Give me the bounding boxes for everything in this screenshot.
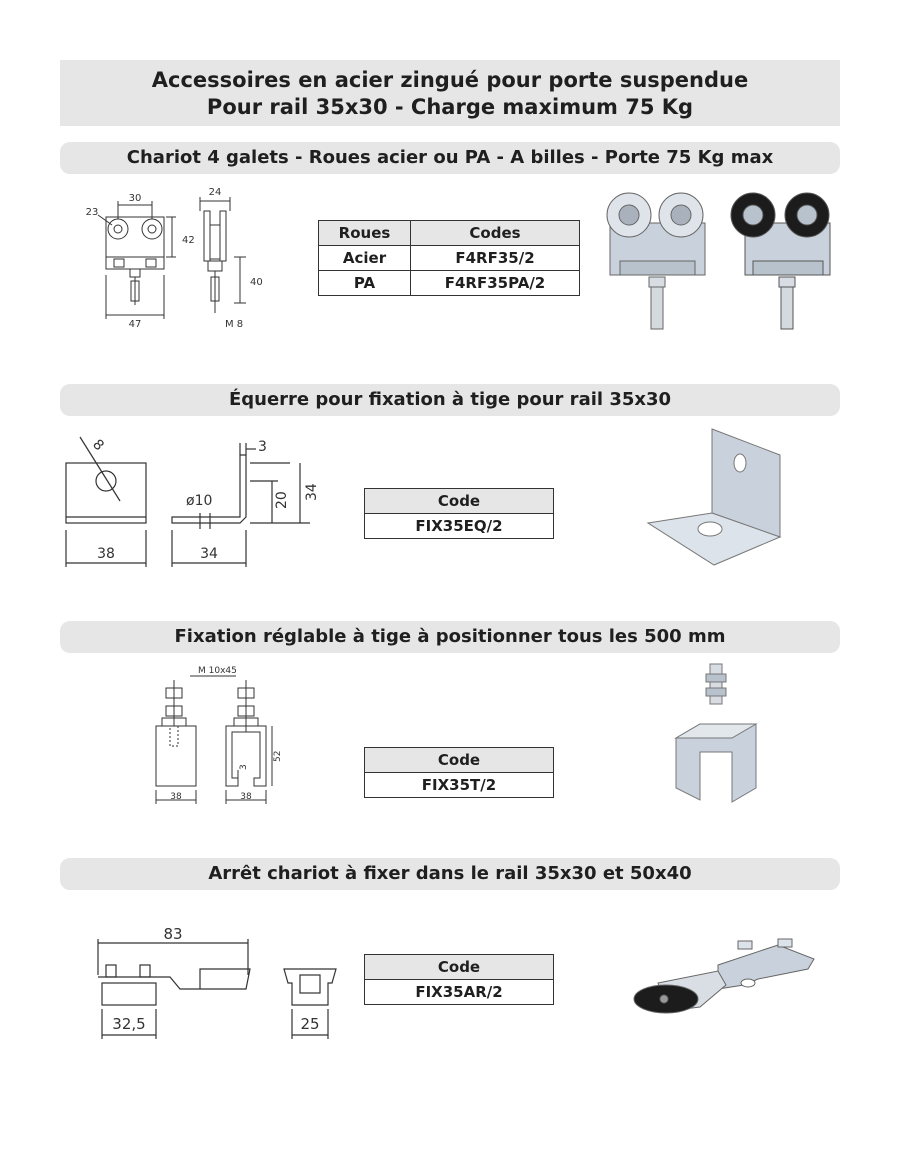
table-row: FIX35EQ/2 (364, 513, 554, 539)
dim-thread: M 8 (225, 319, 243, 330)
table-header-code: Code (364, 954, 554, 980)
photo-equerre (646, 428, 782, 566)
table-chariot: Roues Codes Acier F4RF35/2 PA F4RF35PA/2 (318, 220, 580, 296)
drawing-fixation: M 10x45 52 3 38 38 (155, 666, 283, 804)
page-title-line1: Accessoires en acier zingué pour porte s… (151, 68, 749, 92)
table-cell: FIX35T/2 (364, 772, 554, 798)
dim-width: 47 (129, 319, 142, 330)
table-cell: FIX35AR/2 (364, 979, 554, 1005)
dim-height: 52 (273, 751, 283, 762)
table-row: Acier F4RF35/2 (318, 245, 580, 271)
table-header-roues: Roues (318, 220, 411, 246)
photo-arret (633, 938, 815, 1014)
dim-width: 38 (97, 546, 115, 562)
drawing-equerre: 8 38 3 ø10 20 34 34 (65, 437, 320, 567)
drawing-chariot: 30 23 42 47 24 40 M 8 (86, 187, 263, 330)
dim-depth: 34 (200, 546, 218, 562)
section-title-chariot: Chariot 4 galets - Roues acier ou PA - A… (60, 142, 840, 174)
table-equerre: Code FIX35EQ/2 (364, 488, 554, 539)
dim-inner: 20 (274, 491, 290, 509)
table-arret: Code FIX35AR/2 (364, 954, 554, 1005)
drawing-arret: 83 32,5 25 (97, 925, 337, 1039)
page-title-box: Accessoires en acier zingué pour porte s… (60, 60, 840, 126)
dim-gap: 3 (239, 764, 249, 770)
table-row: FIX35AR/2 (364, 979, 554, 1005)
table-row: PA F4RF35PA/2 (318, 270, 580, 296)
section-title-fixation: Fixation réglable à tige à positionner t… (60, 621, 840, 653)
table-cell: F4RF35PA/2 (410, 270, 580, 296)
dim-thickness: 3 (258, 439, 267, 455)
dim-hole: 8 (89, 437, 107, 455)
table-cell: Acier (318, 245, 411, 271)
table-cell: F4RF35/2 (410, 245, 580, 271)
table-header-code: Code (364, 747, 554, 773)
page-title-line2: Pour rail 35x30 - Charge maximum 75 Kg (206, 95, 694, 119)
table-cell: FIX35EQ/2 (364, 513, 554, 539)
dim-width: 25 (300, 1015, 319, 1033)
section-title-equerre: Équerre pour fixation à tige pour rail 3… (60, 384, 840, 416)
photo-chariots (606, 192, 831, 330)
dim-stem: 40 (250, 277, 263, 288)
section-title-arret: Arrêt chariot à fixer dans le rail 35x30… (60, 858, 840, 890)
dim-spacing: 30 (129, 193, 142, 204)
photo-fixation (674, 663, 758, 803)
dim-length: 83 (163, 925, 182, 943)
dim-thread: M 10x45 (198, 666, 237, 676)
dim-wheel: 23 (86, 207, 99, 218)
table-header-codes: Codes (410, 220, 580, 246)
dim-bore: ø10 (186, 493, 212, 509)
dim-base: 32,5 (112, 1015, 145, 1033)
dim-side: 24 (209, 187, 222, 198)
table-cell: PA (318, 270, 411, 296)
table-row: FIX35T/2 (364, 772, 554, 798)
dim-width-left: 38 (170, 792, 182, 802)
table-header-code: Code (364, 488, 554, 514)
dim-width-right: 38 (240, 792, 252, 802)
dim-height: 42 (182, 235, 195, 246)
table-fixation: Code FIX35T/2 (364, 747, 554, 798)
dim-height: 34 (304, 483, 320, 501)
